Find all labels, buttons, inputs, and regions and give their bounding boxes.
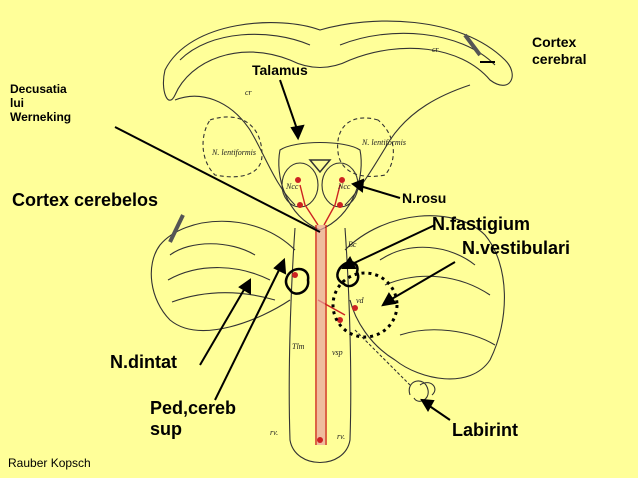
brainstem-outline (288, 227, 352, 463)
fig-label-tlm: Tlm (292, 342, 305, 351)
fig-label-rv-left: rv. (270, 428, 279, 437)
fig-label-cr-right: cr (432, 45, 439, 54)
label-labirint: Labirint (452, 420, 518, 440)
fig-label-n-lentiformis-right: N. lentiformis (362, 138, 407, 147)
fig-label-ncc-left: Ncc (286, 182, 299, 191)
fig-label-cr-left: cr (245, 88, 252, 97)
label-credit: Rauber Kopsch (8, 456, 91, 470)
cortex-cerebelos-pointer (168, 214, 185, 243)
label-cortex-cerebral: Cortex cerebral (532, 34, 587, 67)
label-ped-cereb: Ped,cereb sup (150, 398, 237, 440)
third-ventricle-mark (308, 159, 332, 174)
ped-cereb-pointer (214, 267, 281, 401)
labirint-pointer (427, 404, 451, 421)
label-n-fastigium: N.fastigium (432, 214, 531, 234)
label-talamus: Talamus (252, 62, 308, 78)
label-n-vestibulari: N.vestibulari (462, 238, 571, 258)
decusatia-pointer (114, 126, 321, 233)
n-rosu-pointer (359, 185, 401, 199)
label-cortex-cerebelos: Cortex cerebelos (12, 190, 159, 210)
fig-label-bc: Bc (348, 240, 357, 249)
fig-label-ncc-right: Ncc (338, 182, 351, 191)
fig-label-vsp: vsp (332, 348, 343, 357)
fig-label-rv-right: rv. (337, 432, 346, 441)
talamus-pointer (279, 79, 299, 133)
midline-column (317, 225, 325, 445)
cerebral-cortex-outline (162, 20, 513, 101)
labirint-shape (408, 380, 436, 402)
cerebellum-right (344, 215, 505, 380)
n-fastigium-pointer (349, 224, 436, 266)
red-nucleus-dots (292, 177, 358, 443)
label-n-rosu: N.rosu (402, 190, 447, 206)
fig-label-n-lentiformis-left: N. lentiformis (212, 148, 257, 157)
n-vestibulari-pointer (389, 261, 456, 301)
lentiform-right (337, 117, 394, 177)
fig-label-vd: vd (356, 296, 364, 305)
label-decusatia: Decusatia lui Werneking (10, 82, 72, 125)
vestibular-nuclei-ring (331, 271, 399, 339)
cerebellum-left (150, 220, 296, 331)
nucleus-dentatus-shape (284, 267, 310, 295)
n-dintat-pointer (199, 287, 246, 366)
lentiform-left (202, 116, 263, 178)
label-n-dintat: N.dintat (110, 352, 177, 372)
